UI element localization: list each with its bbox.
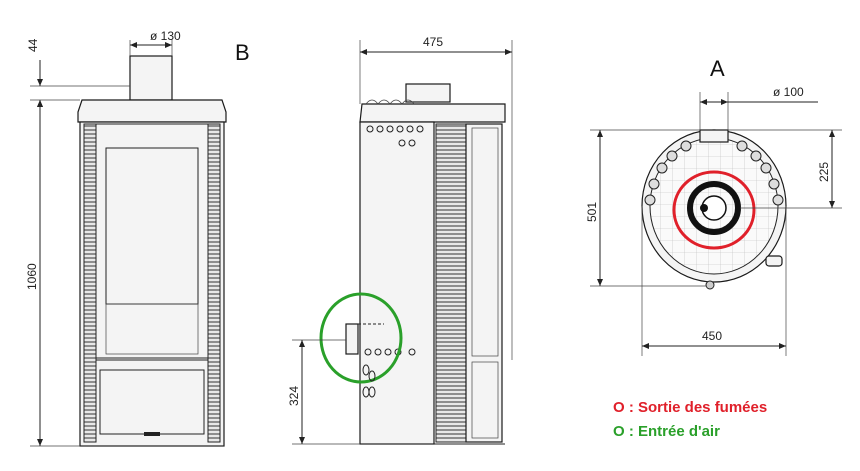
side-top-cap [359, 103, 506, 123]
top-central-outlet [687, 181, 741, 235]
top-vent-holes [644, 140, 784, 206]
top-handle [765, 255, 783, 267]
side-fins [435, 123, 467, 443]
view-label-b: B [235, 40, 250, 65]
front-top-cap [77, 99, 227, 123]
side-view: 475 324 [287, 35, 513, 445]
dim-flue-diameter-front: ø 130 [150, 29, 181, 43]
front-left-fins [83, 123, 97, 443]
top-view: A ø 100 225 [585, 56, 842, 356]
side-top-holes [366, 125, 424, 147]
legend-air-inlet: O : Entrée d'air [613, 423, 720, 440]
top-rear-spigot [699, 129, 729, 143]
side-front-section [465, 123, 503, 443]
view-label-a: A [710, 56, 725, 81]
front-body [79, 121, 225, 447]
legend-smoke-outlet: O : Sortie des fumées [613, 399, 767, 416]
dim-air-inlet-height: 324 [287, 386, 301, 406]
front-door-frame [95, 123, 209, 361]
side-rear-panel [359, 121, 435, 445]
dim-total-height: 1060 [25, 263, 39, 290]
dim-top-outlet-diameter: ø 100 [773, 85, 804, 99]
side-feet [362, 364, 376, 398]
air-inlet-marker [319, 292, 403, 384]
dim-depth: 475 [423, 35, 443, 49]
legend: O : Sortie des fumées O : Entrée d'air [613, 399, 767, 440]
dim-flue-height: 44 [26, 38, 40, 52]
dim-outlet-offset: 225 [817, 162, 831, 182]
front-flue-pipe [129, 55, 173, 101]
front-lower-panel [105, 303, 199, 355]
smoke-outlet-marker [672, 170, 756, 250]
front-right-fins [207, 123, 221, 443]
side-air-inlet-port [345, 323, 359, 355]
front-view: ø 130 B 44 1060 [25, 29, 250, 447]
dim-top-depth: 501 [585, 202, 599, 222]
side-flue-stub [405, 83, 451, 103]
dim-top-width: 450 [702, 329, 722, 343]
front-drawer-handle [144, 432, 160, 436]
